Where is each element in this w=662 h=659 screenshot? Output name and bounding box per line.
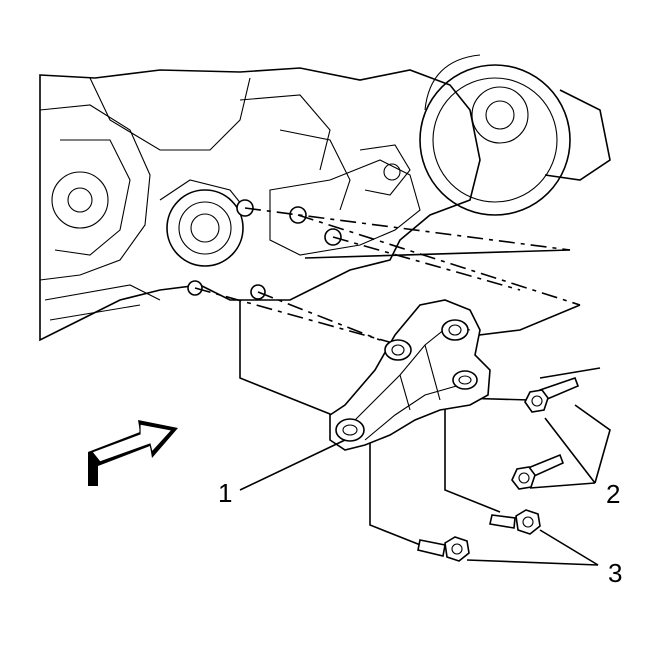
callout-1: 1 (218, 478, 232, 508)
bolt-upper-right (524, 376, 580, 413)
leader-lines (239, 404, 611, 566)
alignment-lines (194, 207, 601, 549)
mounting-bracket (329, 299, 491, 451)
bolt-lower-center (489, 509, 541, 535)
bolt-lower-left (417, 536, 470, 562)
front-direction-arrow-icon (88, 420, 178, 486)
callout-3: 3 (608, 558, 622, 588)
bolt-middle-right (511, 453, 565, 490)
engine-assembly (39, 54, 611, 342)
callout-2: 2 (606, 479, 620, 509)
